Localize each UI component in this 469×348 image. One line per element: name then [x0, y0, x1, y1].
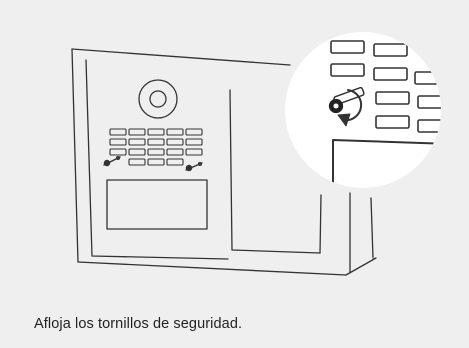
security-screw-icon: [328, 86, 365, 114]
security-screw-icon: [185, 161, 203, 172]
security-screw-icon: [103, 155, 121, 167]
display-window: [106, 179, 208, 230]
zoom-detail: [285, 32, 441, 188]
grille-grid: [109, 128, 203, 166]
instruction-caption: Afloja los tornillos de seguridad.: [34, 316, 243, 332]
camera-lens: [138, 79, 178, 119]
front-panel: [85, 59, 322, 260]
counterclockwise-rotation-arrow-icon: [337, 89, 363, 127]
housing-outline: [71, 48, 377, 276]
door-station-loosen-screws-illustration: [71, 32, 441, 276]
